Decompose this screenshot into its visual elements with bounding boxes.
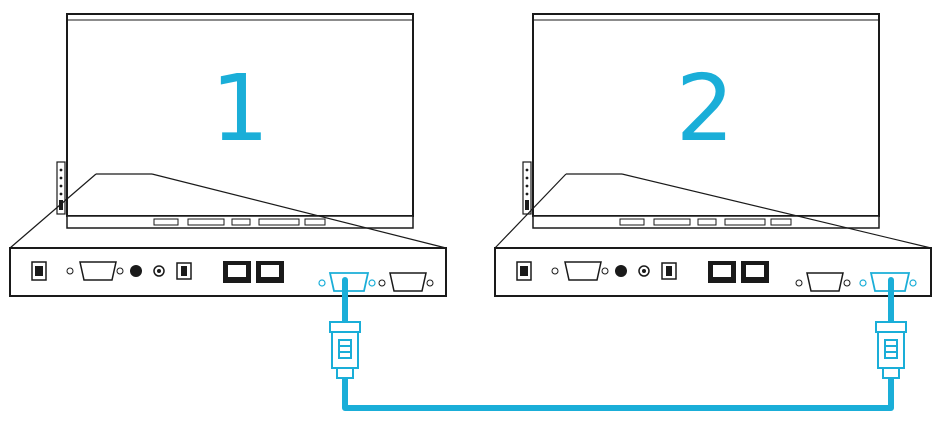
display-1-screen bbox=[66, 13, 414, 217]
display-2-connector-panel bbox=[494, 247, 932, 297]
display-2: 2 bbox=[494, 13, 932, 297]
display-1-connector-panel bbox=[9, 247, 447, 297]
display-1-rs232-in-port-icon bbox=[318, 272, 376, 292]
display-1: 1 bbox=[9, 13, 447, 297]
display-2-bezel bbox=[532, 215, 880, 229]
display-2-number: 2 bbox=[676, 55, 735, 162]
display-2-rs232-in-port-icon bbox=[795, 272, 851, 292]
serial-plug-left-icon bbox=[329, 321, 361, 379]
serial-plug-right-icon bbox=[875, 321, 907, 379]
display-2-screen bbox=[532, 13, 880, 217]
display-1-number: 1 bbox=[211, 55, 270, 162]
display-1-rs232-out-port-icon bbox=[378, 272, 434, 292]
serial-cable bbox=[342, 277, 894, 411]
